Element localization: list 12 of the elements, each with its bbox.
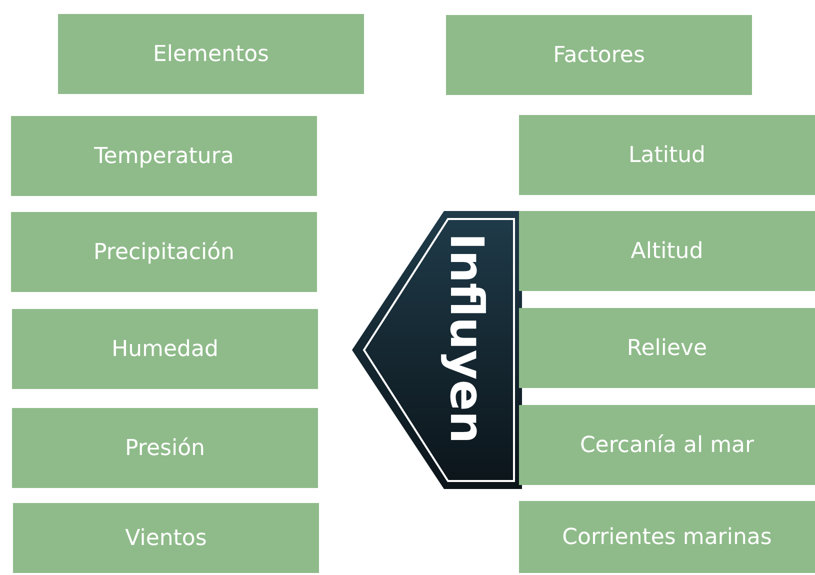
category-box: Humedad (12, 309, 318, 389)
category-box: Precipitación (11, 212, 317, 292)
category-box: Factores (446, 15, 752, 95)
category-box: Temperatura (11, 116, 317, 196)
category-box: Presión (12, 408, 318, 488)
category-box: Corrientes marinas (519, 501, 815, 573)
category-box: Cercanía al mar (519, 405, 815, 485)
category-box: Altitud (519, 211, 815, 291)
category-box: Elementos (58, 14, 364, 94)
category-box: Vientos (13, 503, 319, 573)
category-box: Latitud (519, 115, 815, 195)
category-box: Relieve (519, 308, 815, 388)
